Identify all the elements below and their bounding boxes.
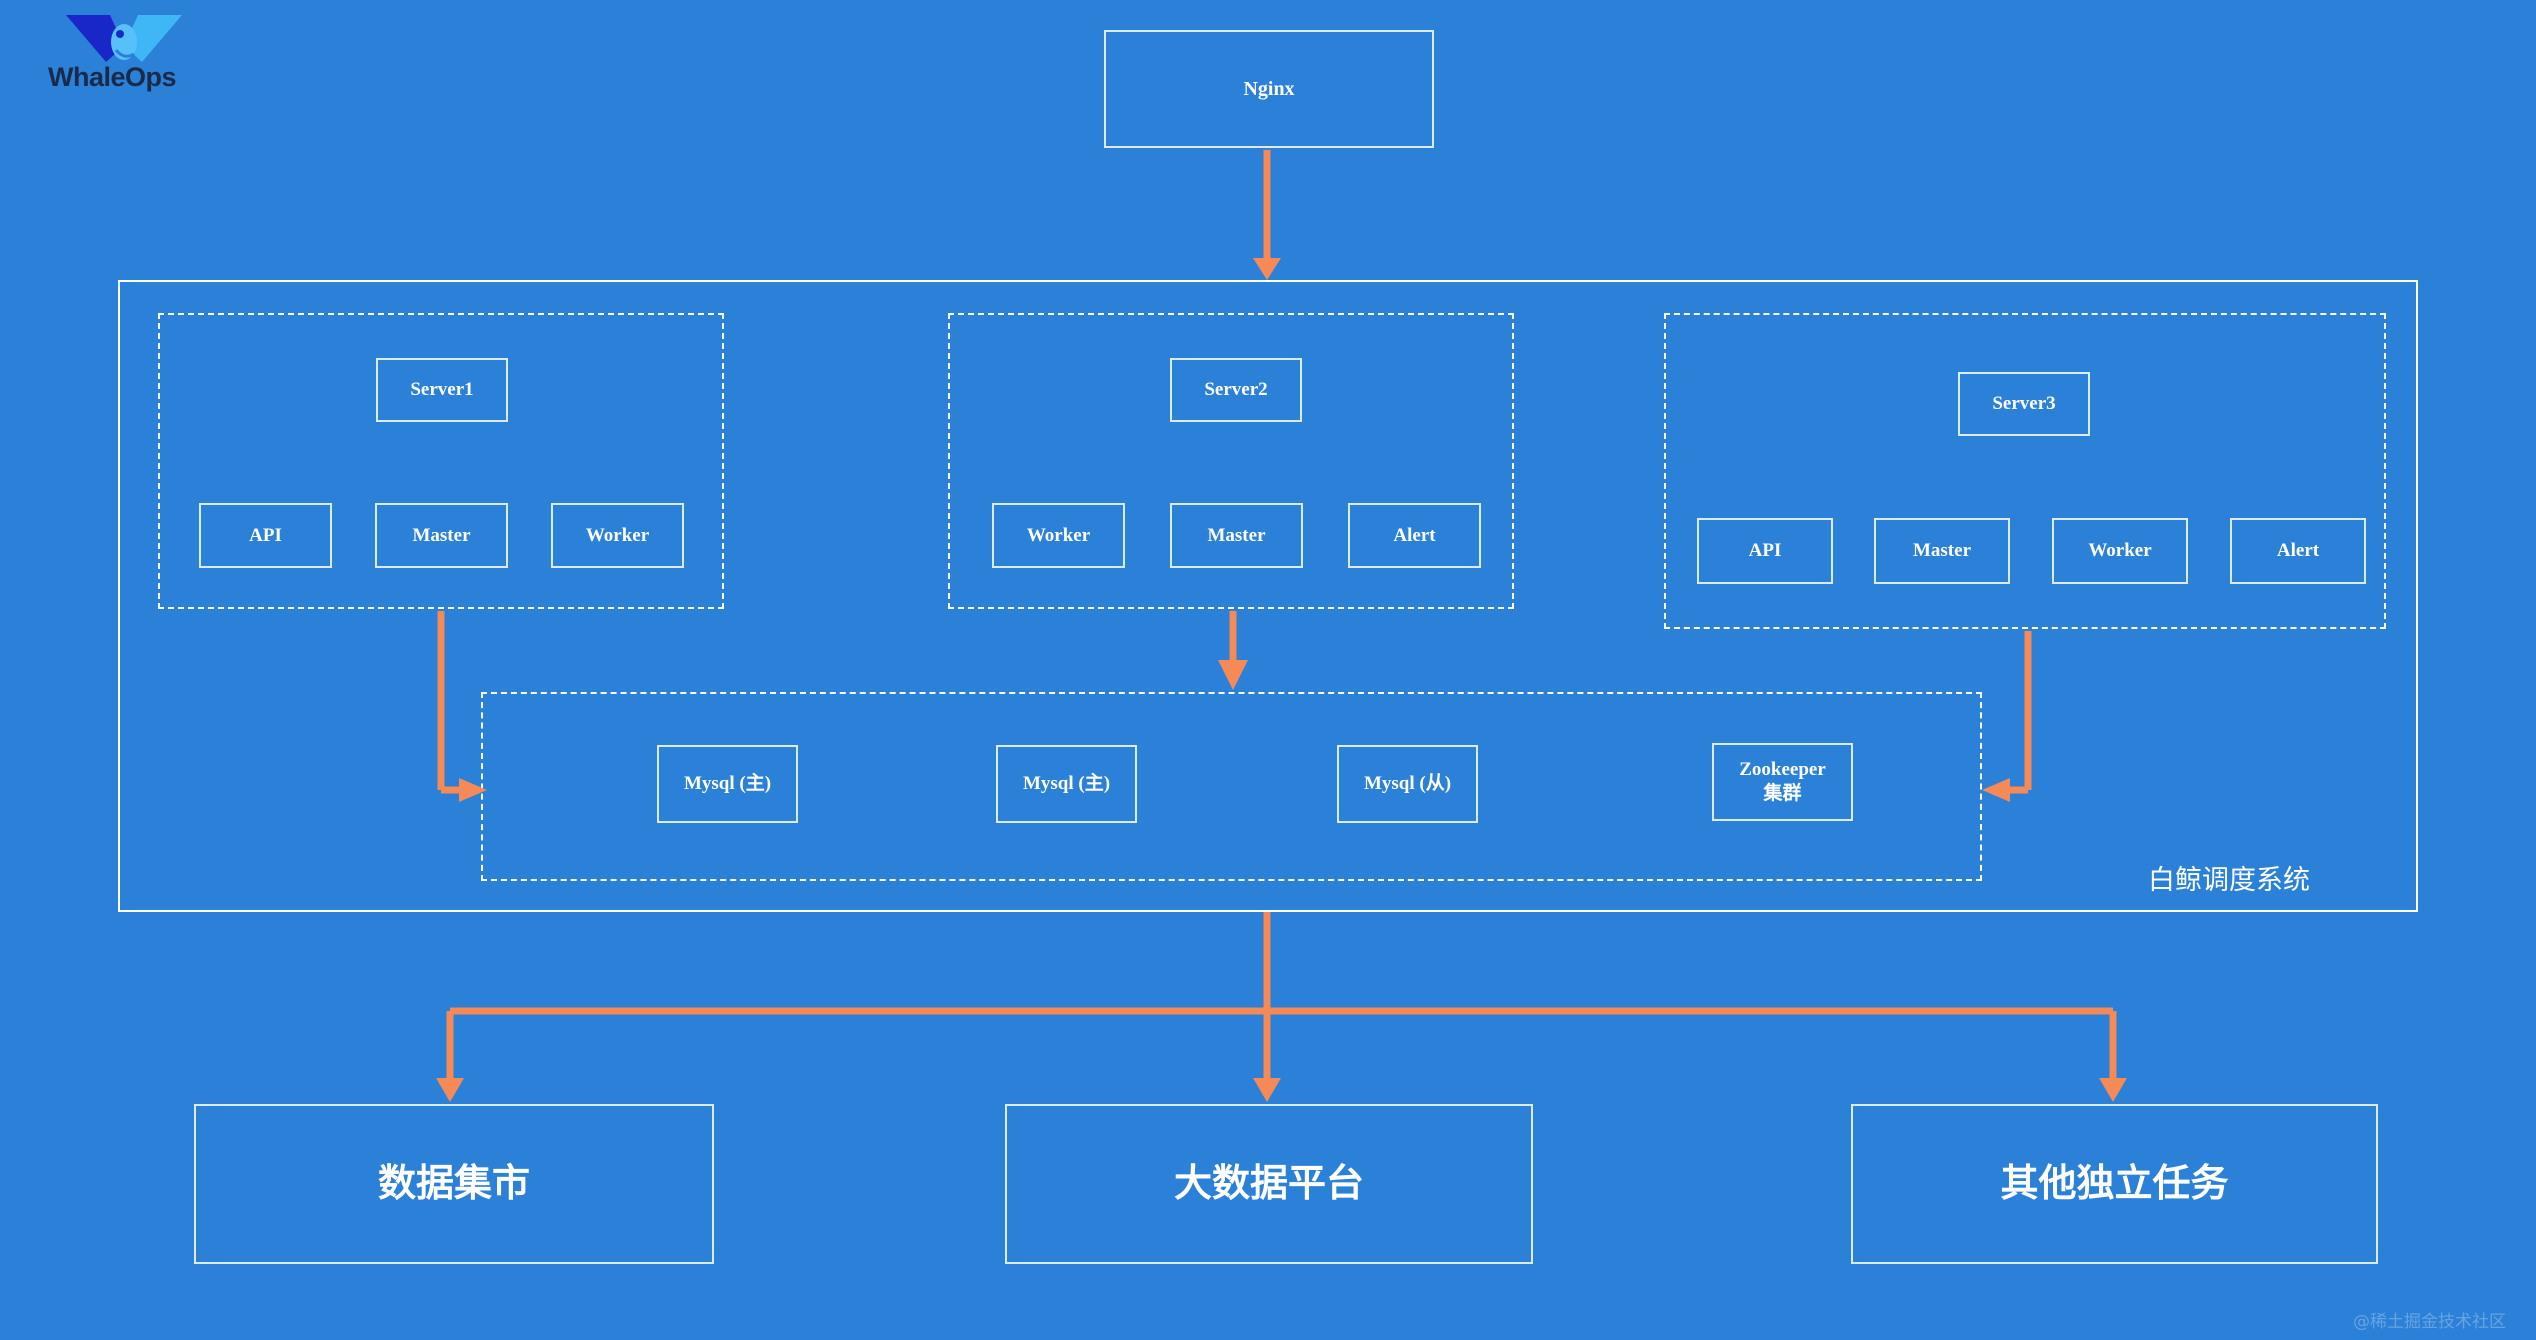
node-server2-title-label: Server2 xyxy=(1204,379,1268,401)
system-frame xyxy=(118,280,2418,912)
node-data-mart[interactable]: 数据集市 xyxy=(194,1104,714,1264)
node-server3-master-label: Master xyxy=(1912,540,1972,562)
node-server2-worker-label: Worker xyxy=(1026,524,1091,546)
node-server1-worker[interactable]: Worker xyxy=(551,503,684,568)
node-server2-alert[interactable]: Alert xyxy=(1348,503,1481,568)
node-server3-alert-label: Alert xyxy=(2276,540,2320,562)
node-other-tasks[interactable]: 其他独立任务 xyxy=(1851,1104,2378,1264)
node-server2-master[interactable]: Master xyxy=(1170,503,1303,568)
node-server2-worker[interactable]: Worker xyxy=(992,503,1125,568)
node-server3-api-label: API xyxy=(1748,540,1782,562)
node-mysql-master-1-label: Mysql (主) xyxy=(683,773,772,795)
node-server1-api[interactable]: API xyxy=(199,503,332,568)
system-frame-label: 白鲸调度系统 xyxy=(2148,865,2310,896)
node-mysql-slave[interactable]: Mysql (从) xyxy=(1337,745,1478,823)
node-nginx[interactable]: Nginx xyxy=(1104,30,1434,148)
watermark: @稀土掘金技术社区 xyxy=(2353,1312,2506,1332)
node-server1-api-label: API xyxy=(249,524,282,546)
logo-wordmark: WhaleOps xyxy=(48,62,177,92)
node-server2-title[interactable]: Server2 xyxy=(1170,358,1302,422)
arrow-nginx-to-system xyxy=(1253,150,1281,280)
group-server2 xyxy=(948,313,1514,609)
node-server3-worker[interactable]: Worker xyxy=(2052,518,2188,584)
node-server1-title[interactable]: Server1 xyxy=(376,358,508,422)
node-server1-master[interactable]: Master xyxy=(375,503,508,568)
node-nginx-label: Nginx xyxy=(1243,77,1295,100)
node-server2-alert-label: Alert xyxy=(1393,524,1436,546)
node-other-tasks-label: 其他独立任务 xyxy=(2000,1161,2229,1206)
node-mysql-master-2[interactable]: Mysql (主) xyxy=(996,745,1137,823)
arrow-system-to-bus xyxy=(436,912,2127,1102)
node-zookeeper-cluster[interactable]: Zookeeper 集群 xyxy=(1712,743,1853,821)
node-mysql-slave-label: Mysql (从) xyxy=(1363,773,1452,795)
node-big-data-platform-label: 大数据平台 xyxy=(1173,1161,1364,1206)
node-big-data-platform[interactable]: 大数据平台 xyxy=(1005,1104,1533,1264)
whale-v-mark-icon xyxy=(66,15,182,62)
node-server3-title[interactable]: Server3 xyxy=(1958,372,2090,436)
node-server3-master[interactable]: Master xyxy=(1874,518,2010,584)
node-zookeeper-label-line1: Zookeeper xyxy=(1739,759,1826,781)
node-server2-master-label: Master xyxy=(1207,524,1266,546)
node-data-mart-label: 数据集市 xyxy=(377,1161,530,1206)
whaleops-logo: WhaleOps xyxy=(48,12,218,102)
node-server1-master-label: Master xyxy=(412,524,471,546)
node-server3-title-label: Server3 xyxy=(1992,393,2056,415)
node-mysql-master-2-label: Mysql (主) xyxy=(1022,773,1111,795)
node-server3-worker-label: Worker xyxy=(2088,540,2152,562)
node-server3-api[interactable]: API xyxy=(1697,518,1833,584)
node-server1-worker-label: Worker xyxy=(585,524,650,546)
node-server3-alert[interactable]: Alert xyxy=(2230,518,2366,584)
node-zookeeper-label-line2: 集群 xyxy=(1763,783,1802,804)
node-mysql-master-1[interactable]: Mysql (主) xyxy=(657,745,798,823)
node-server1-title-label: Server1 xyxy=(410,379,474,401)
group-server3 xyxy=(1664,313,2386,629)
group-server1 xyxy=(158,313,724,609)
